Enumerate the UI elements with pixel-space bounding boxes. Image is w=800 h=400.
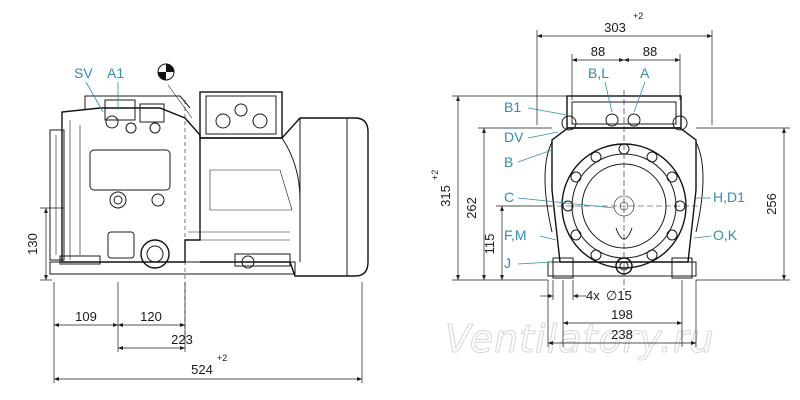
dim-315: 315: [438, 185, 453, 207]
label-a1: A1: [107, 65, 124, 81]
dim-262: 262: [464, 197, 479, 219]
dim-120: 120: [140, 309, 162, 324]
dim-130: 130: [25, 233, 40, 255]
dim-303: 303: [604, 20, 626, 35]
dim-hole-dia: ∅15: [606, 288, 632, 303]
dim-109: 109: [75, 309, 97, 324]
dim-315-tolerance: +2: [430, 170, 440, 180]
side-view: SV A1 130 109 120 223 524 +2: [25, 63, 369, 383]
label-fm: F,M: [504, 227, 527, 243]
dim-223: 223: [171, 332, 193, 347]
side-foot-right: [234, 253, 291, 267]
label-bl: B,L: [588, 65, 609, 81]
label-j: J: [504, 255, 511, 271]
dim-88-right: 88: [643, 44, 657, 59]
dim-115: 115: [482, 234, 497, 255]
label-b1: B1: [504, 99, 521, 115]
front-view: B,L A B1 DV B C F,M J H,D1 O,K 303 +2 88…: [430, 11, 790, 347]
side-left-plate: [49, 129, 65, 261]
label-b: B: [504, 154, 513, 170]
label-hd1: H,D1: [713, 189, 745, 205]
side-motor: [200, 117, 369, 277]
label-dv: DV: [504, 129, 524, 145]
terminal-box: [199, 91, 283, 139]
dim-524: 524: [191, 362, 213, 377]
dim-88-left: 88: [591, 44, 605, 59]
label-a: A: [640, 65, 650, 81]
side-foot-left: [59, 255, 101, 265]
center-of-gravity-icon: [157, 63, 175, 81]
dim-holes-count: 4x: [586, 288, 600, 303]
label-sv: SV: [74, 65, 93, 81]
label-ok: O,K: [713, 227, 738, 243]
side-crankcase: [61, 107, 201, 263]
side-oil-pump: [140, 239, 170, 269]
watermark-text: Ventilatory.ru: [445, 317, 715, 361]
label-c: C: [504, 189, 514, 205]
dim-303-tolerance: +2: [633, 11, 643, 21]
dim-198: 198: [611, 307, 633, 322]
dim-524-tolerance: +2: [217, 353, 227, 363]
dim-256: 256: [764, 193, 779, 215]
dim-238: 238: [611, 327, 633, 342]
